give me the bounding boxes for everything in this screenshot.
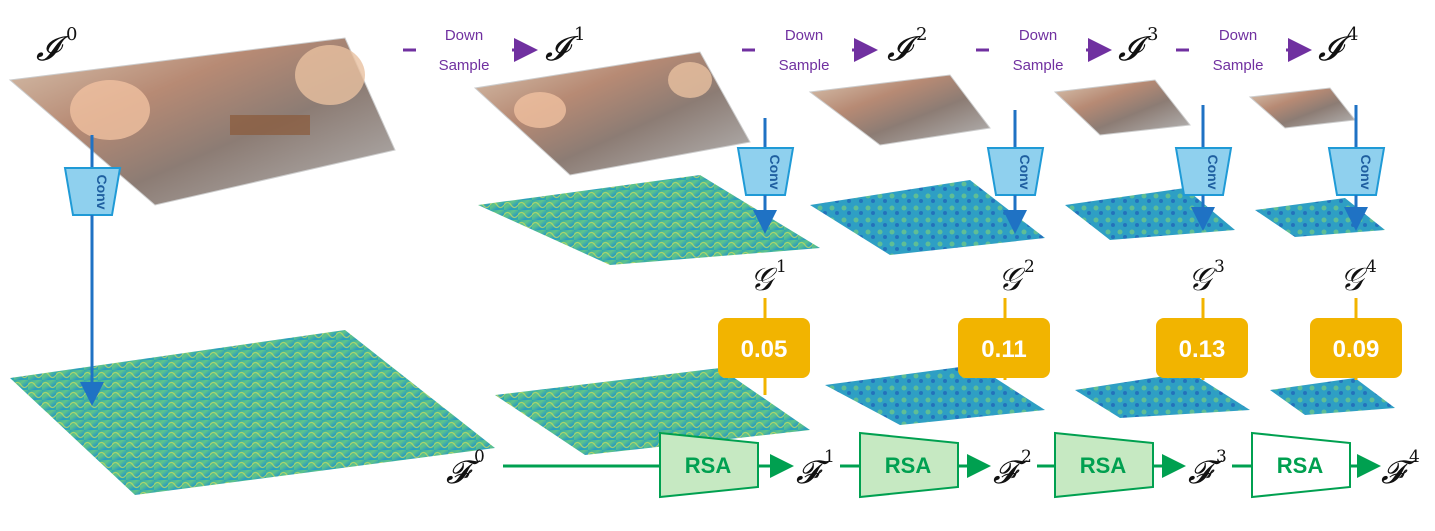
guide-label-3: 𝒢 3 <box>1188 257 1225 298</box>
svg-text:Down: Down <box>785 27 823 44</box>
feature-label-3: 𝓕 3 <box>1188 447 1227 491</box>
rsa-block-3: RSA <box>1054 431 1154 499</box>
svg-text:1: 1 <box>574 24 585 45</box>
feature-map-2 <box>825 365 1045 425</box>
downsample-arrow-3: Down Sample <box>976 27 1112 74</box>
conv-branch-3: Conv <box>1174 105 1233 231</box>
svg-text:0.05: 0.05 <box>741 336 788 363</box>
guidance-map-1 <box>478 175 820 265</box>
weight-box-4: 0.09 <box>1310 298 1402 380</box>
svg-text:RSA: RSA <box>685 453 732 478</box>
downsample-arrow-2: Down Sample <box>742 27 878 74</box>
weight-box-3: 0.13 <box>1156 298 1248 380</box>
guide-label-4: 𝒢 4 <box>1340 257 1377 298</box>
conv-branch-4: Conv <box>1327 105 1386 231</box>
svg-text:𝓘: 𝓘 <box>36 29 70 69</box>
svg-text:4: 4 <box>1366 257 1377 277</box>
svg-text:4: 4 <box>1409 447 1420 467</box>
input-image-3 <box>1053 79 1191 136</box>
rsa-block-1: RSA <box>659 431 759 499</box>
svg-text:𝒢: 𝒢 <box>998 260 1026 298</box>
svg-text:Down: Down <box>1219 27 1257 44</box>
svg-text:RSA: RSA <box>885 453 932 478</box>
svg-text:0: 0 <box>474 447 485 467</box>
svg-text:2: 2 <box>1024 257 1035 277</box>
svg-text:Sample: Sample <box>439 57 490 74</box>
svg-text:𝒢: 𝒢 <box>1188 260 1216 298</box>
guidance-map-2 <box>810 180 1045 255</box>
weight-box-1: 0.05 <box>718 298 810 395</box>
svg-text:Conv: Conv <box>94 175 110 210</box>
svg-text:Conv: Conv <box>1358 155 1374 190</box>
svg-text:𝒢: 𝒢 <box>1340 260 1368 298</box>
feature-map-0 <box>10 330 495 495</box>
svg-text:3: 3 <box>1214 257 1225 277</box>
feature-label-2: 𝓕 2 <box>993 447 1032 491</box>
rsa-block-4: RSA <box>1251 431 1351 499</box>
svg-text:𝒢: 𝒢 <box>750 260 778 298</box>
input-image-4 <box>1248 87 1356 129</box>
feature-map-1 <box>495 368 810 455</box>
image-label-1: 𝓘 1 <box>545 24 585 69</box>
svg-text:Down: Down <box>445 27 483 44</box>
svg-text:0: 0 <box>66 24 77 45</box>
svg-text:Conv: Conv <box>767 155 783 190</box>
input-image-0 <box>8 37 396 206</box>
conv-branch-1: Conv <box>736 118 795 234</box>
svg-text:Conv: Conv <box>1205 155 1221 190</box>
svg-text:3: 3 <box>1147 24 1158 45</box>
rsa-block-2: RSA <box>859 431 959 499</box>
svg-text:4: 4 <box>1347 24 1358 45</box>
feature-map-3 <box>1075 372 1250 418</box>
guidance-map-4 <box>1255 198 1385 237</box>
conv-branch-2: Conv <box>986 110 1045 234</box>
svg-text:Sample: Sample <box>1013 57 1064 74</box>
svg-text:1: 1 <box>776 257 787 277</box>
svg-text:0.09: 0.09 <box>1333 336 1380 363</box>
svg-text:RSA: RSA <box>1277 453 1324 478</box>
input-image-1 <box>473 51 751 176</box>
svg-text:RSA: RSA <box>1080 453 1127 478</box>
svg-text:Conv: Conv <box>1017 155 1033 190</box>
feature-map-4 <box>1270 378 1395 415</box>
svg-text:1: 1 <box>824 447 835 467</box>
svg-text:0.11: 0.11 <box>981 336 1026 363</box>
image-label-4: 𝓘 4 <box>1318 24 1358 69</box>
guide-label-2: 𝒢 2 <box>998 257 1035 298</box>
image-label-0: 𝓘 0 <box>36 24 77 69</box>
feature-label-4: 𝓕 4 <box>1381 447 1420 491</box>
guide-label-1: 𝒢 1 <box>750 257 787 298</box>
svg-text:3: 3 <box>1216 447 1227 467</box>
image-label-2: 𝓘 2 <box>887 24 927 69</box>
image-label-3: 𝓘 3 <box>1118 24 1158 69</box>
conv-branch-0: Conv <box>63 135 122 406</box>
svg-text:Sample: Sample <box>1213 57 1264 74</box>
feature-label-1: 𝓕 1 <box>796 447 835 491</box>
feature-label-0: 𝓕 0 <box>446 447 485 491</box>
svg-text:Sample: Sample <box>779 57 830 74</box>
svg-text:Down: Down <box>1019 27 1057 44</box>
weight-box-2: 0.11 <box>958 298 1050 380</box>
downsample-arrow-1: Down Sample <box>403 27 538 74</box>
input-image-2 <box>808 74 991 146</box>
svg-text:2: 2 <box>1021 447 1032 467</box>
svg-text:2: 2 <box>916 24 927 45</box>
downsample-arrow-4: Down Sample <box>1176 27 1312 74</box>
svg-text:0.13: 0.13 <box>1179 336 1226 363</box>
